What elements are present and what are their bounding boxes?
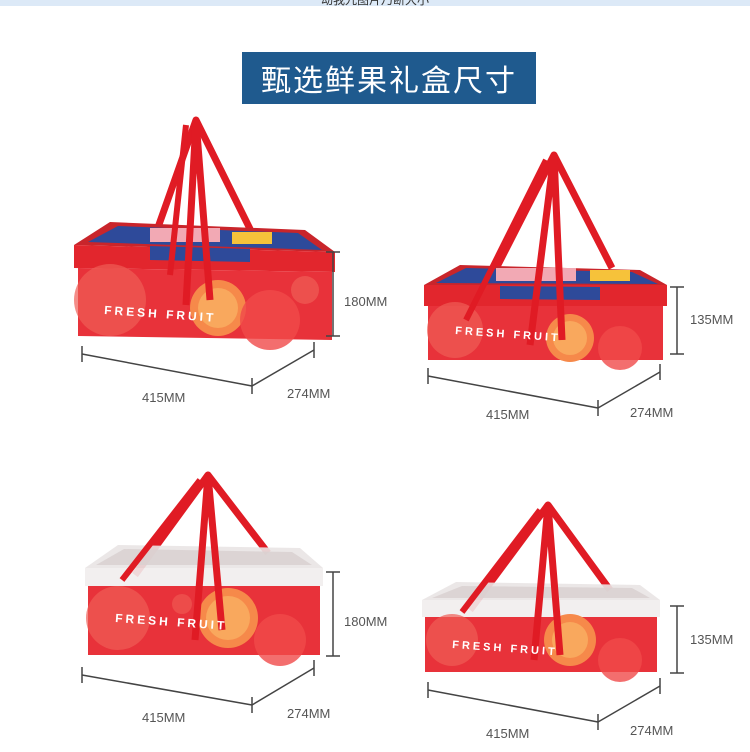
width-label-2: 274MM: [630, 405, 674, 420]
height-label-4: 135MM: [690, 632, 734, 647]
top-strip: 动我九图片乃断大小: [0, 0, 750, 7]
height-label-1: 180MM: [344, 294, 388, 309]
height-label-3: 180MM: [344, 614, 388, 629]
height-label-2: 135MM: [690, 312, 734, 327]
title-banner: 甄选鲜果礼盒尺寸: [242, 52, 536, 104]
length-label-4: 415MM: [486, 726, 530, 741]
length-label-1: 415MM: [142, 390, 186, 405]
width-label-3: 274MM: [287, 706, 331, 721]
length-label-3: 415MM: [142, 710, 186, 725]
page-title: 甄选鲜果礼盒尺寸: [261, 64, 517, 99]
length-label-2: 415MM: [486, 407, 530, 422]
width-label-1: 274MM: [287, 386, 331, 401]
width-label-4: 274MM: [630, 723, 674, 738]
top-note: 动我九图片乃断大小: [320, 0, 429, 7]
